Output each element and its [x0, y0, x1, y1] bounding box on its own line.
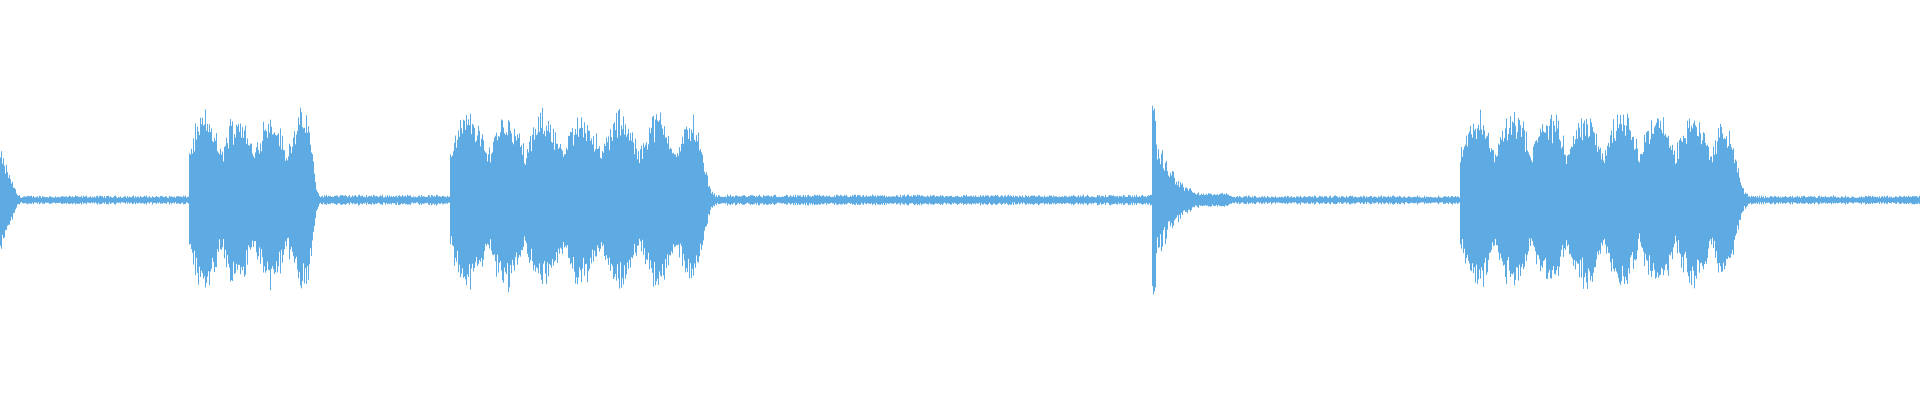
- waveform-bars: [0, 105, 1920, 295]
